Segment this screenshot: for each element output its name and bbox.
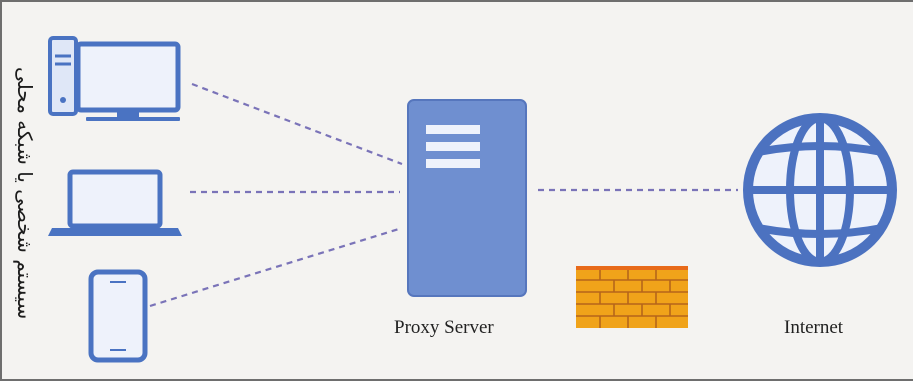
local-network-label: سیستم شخصی یا شبکه محلی	[13, 66, 37, 320]
firewall-icon	[576, 266, 688, 328]
desktop-computer-icon	[48, 36, 181, 121]
connection-lines	[149, 82, 738, 308]
globe-icon	[743, 113, 897, 267]
smartphone-icon	[88, 269, 148, 363]
phone-to-proxy-line	[149, 226, 403, 308]
desktop-to-proxy-line	[191, 82, 403, 166]
proxy-server-label: Proxy Server	[394, 317, 494, 338]
laptop-icon	[48, 169, 182, 236]
internet-label: Internet	[784, 317, 844, 338]
server-icon	[407, 99, 527, 297]
